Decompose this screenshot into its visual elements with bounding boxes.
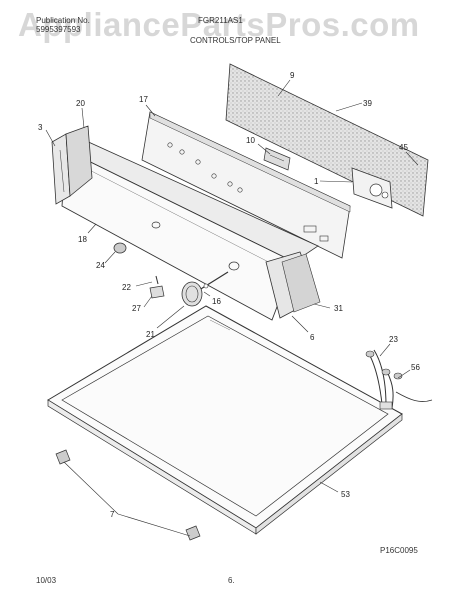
part-labels: 9 39 45 1 10 17 20 3 18 24 22 27 21 16 3… — [38, 71, 420, 519]
publication-number: 5995397593 — [36, 25, 81, 34]
wire-harness-part-23 — [365, 349, 433, 410]
label-part-20: 20 — [76, 99, 85, 108]
foot-clip-part-7-a — [55, 449, 71, 465]
label-part-16: 16 — [212, 297, 221, 306]
model-number: FGR211AS1 — [198, 16, 243, 25]
label-part-53: 53 — [341, 490, 350, 499]
left-end-cap-part-3 — [51, 125, 93, 205]
label-part-18: 18 — [78, 235, 87, 244]
label-part-39: 39 — [363, 99, 372, 108]
label-part-23: 23 — [389, 335, 398, 344]
foot-clip-part-7-b — [185, 525, 201, 541]
publication-label: Publication No. — [36, 16, 90, 25]
drawing-id: P16C0095 — [380, 546, 418, 555]
page-number: 6. — [228, 576, 235, 585]
label-part-1: 1 — [314, 177, 319, 186]
knob-part-24 — [113, 242, 127, 254]
label-part-7: 7 — [110, 510, 115, 519]
leader-lines — [45, 79, 419, 537]
footer-date: 10/03 — [36, 576, 57, 585]
label-part-22: 22 — [122, 283, 131, 292]
bracket-part-10 — [263, 147, 291, 171]
label-part-27: 27 — [132, 304, 141, 313]
label-part-17: 17 — [139, 95, 148, 104]
screw-part-22 — [149, 275, 165, 299]
backsplash-part-17 — [141, 111, 351, 259]
right-end-cap-part-31 — [265, 251, 321, 319]
label-part-3: 3 — [38, 123, 43, 132]
section-title: CONTROLS/TOP PANEL — [190, 36, 281, 45]
timer-dial-part-21 — [181, 271, 229, 307]
top-panel-part-53 — [47, 305, 403, 535]
label-part-21: 21 — [146, 330, 155, 339]
label-part-31: 31 — [334, 304, 343, 313]
label-part-24: 24 — [96, 261, 105, 270]
label-part-9: 9 — [290, 71, 295, 80]
label-part-10: 10 — [246, 136, 255, 145]
console-part-18 — [61, 139, 319, 321]
control-module-part-1 — [351, 167, 393, 209]
page-number-value: 6 — [228, 576, 233, 585]
watermark: AppliancePartsPros.com — [18, 6, 420, 43]
label-part-6: 6 — [310, 333, 315, 342]
label-part-45: 45 — [399, 143, 408, 152]
label-part-56: 56 — [411, 363, 420, 372]
